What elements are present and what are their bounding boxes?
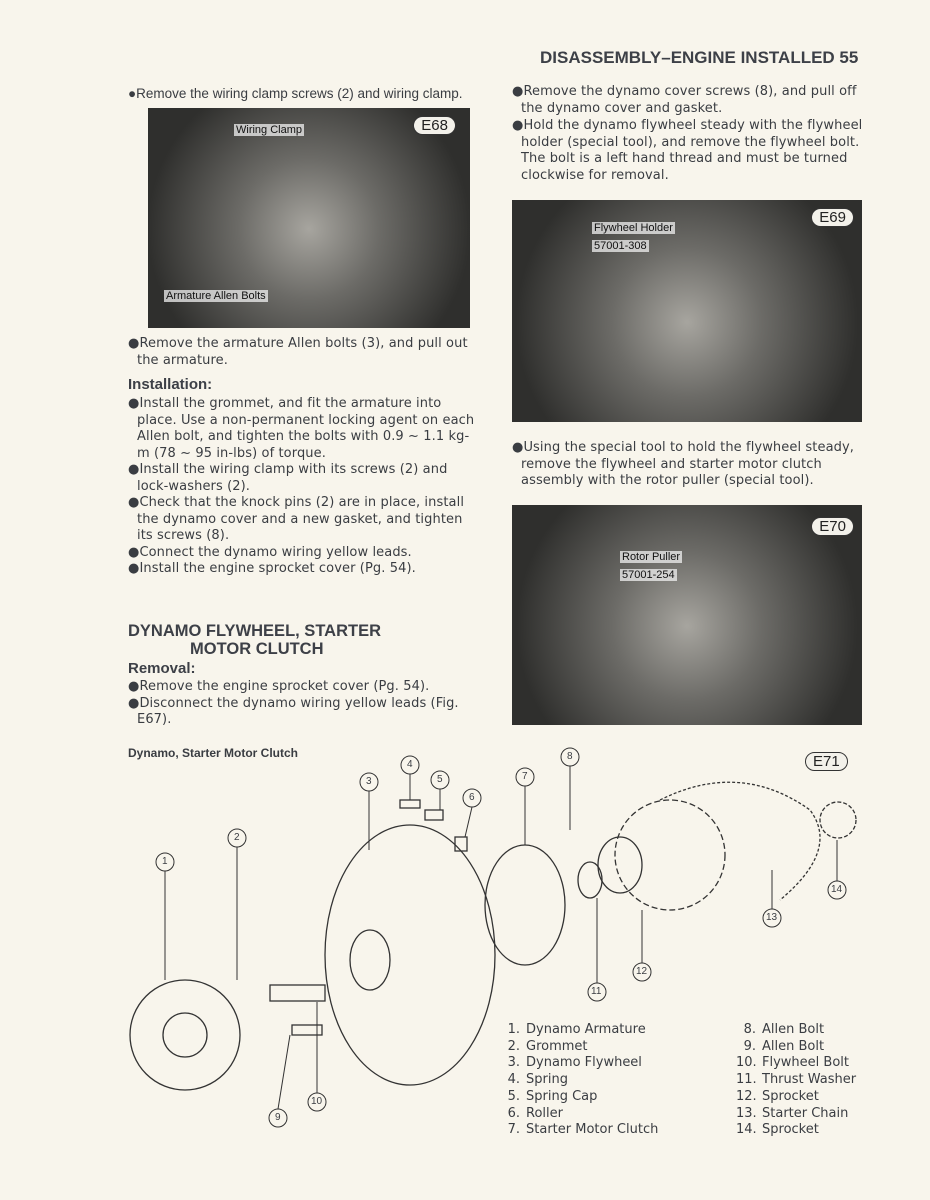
list-item: ●Install the grommet, and fit the armatu… (128, 396, 475, 461)
part-number-1 (155, 852, 175, 980)
part-number-3 (359, 772, 379, 850)
callout-label: 57001-254 (620, 569, 677, 581)
diagram-caption: Dynamo, Starter Motor Clutch (128, 746, 299, 760)
part-number-4 (400, 755, 420, 800)
part-number-2 (227, 828, 247, 980)
figure-label: E70 (811, 517, 854, 536)
part-number: 8 (567, 751, 573, 762)
part-number-13 (762, 870, 782, 928)
part-number-12 (632, 910, 652, 982)
part-number: 10 (311, 1096, 323, 1107)
list-item: ●Install the engine sprocket cover (Pg. … (128, 561, 416, 576)
part-number: 9 (275, 1112, 281, 1123)
part-number: 13 (766, 912, 778, 923)
list-item: ●Disconnect the dynamo wiring yellow lea… (128, 695, 459, 728)
part-number-7 (515, 767, 535, 845)
legend-item: 6.Roller (507, 1105, 563, 1121)
removal-heading: Removal: (128, 660, 196, 677)
washer-drawing (577, 836, 643, 899)
legend-item: 13.Starter Chain (736, 1105, 849, 1121)
callout-label: Wiring Clamp (234, 124, 305, 136)
section-title: MOTOR CLUTCH (190, 640, 324, 658)
paragraph: ●Remove the wiring clamp screws (2) and … (128, 86, 463, 101)
installation-heading: Installation: (128, 376, 213, 393)
part-number-14 (827, 840, 847, 900)
part-number: 11 (591, 986, 602, 997)
photo-e68: E68 Wiring Clamp Armature Allen Bolts (148, 108, 470, 328)
parts-legend-1: 1.Dynamo Armature 2.Grommet 3.Dynamo Fly… (500, 1022, 659, 1139)
part-numbers (155, 747, 847, 1128)
legend-item: 3.Dynamo Flywheel (507, 1055, 642, 1071)
part-number: 1 (162, 856, 168, 867)
figure-label: E69 (811, 208, 854, 227)
part-number: 3 (366, 776, 372, 787)
legend-item: 12.Sprocket (736, 1088, 819, 1104)
legend-item: 14.Sprocket (736, 1122, 819, 1138)
legend-item: 4.Spring (507, 1072, 568, 1088)
photo-e70: E70 Rotor Puller 57001-254 (512, 505, 862, 725)
paragraph: ●Hold the dynamo flywheel steady with th… (512, 118, 863, 183)
list-item: ●Remove the engine sprocket cover (Pg. 5… (128, 679, 430, 694)
clutch-drawing (484, 844, 566, 966)
callout-label: Armature Allen Bolts (164, 290, 268, 302)
part-number-5 (430, 770, 450, 810)
legend-item: 9.Allen Bolt (743, 1038, 825, 1054)
part-number: 2 (234, 832, 240, 843)
exploded-diagram (129, 747, 857, 1128)
callout-label: 57001-308 (592, 240, 649, 252)
sprocket-drawing (614, 799, 726, 911)
page-header: DISASSEMBLY–ENGINE INSTALLED 55 (540, 48, 859, 67)
part-number: 6 (469, 792, 475, 803)
callout-label: Rotor Puller (620, 551, 683, 563)
figure-label: E68 (413, 116, 456, 135)
paragraph: ●Using the special tool to hold the flyw… (512, 440, 855, 488)
section-title: DYNAMO FLYWHEEL, STARTER (128, 622, 382, 640)
removal-list: ●Remove the engine sprocket cover (Pg. 5… (128, 679, 478, 729)
part-number-8 (560, 747, 580, 830)
part-number: 14 (831, 884, 843, 895)
flywheel-drawing (324, 824, 496, 1086)
paragraph: ●Remove the dynamo cover screws (8), and… (512, 84, 857, 116)
part-number: 12 (636, 966, 648, 977)
list-item: ●Check that the knock pins (2) are in pl… (128, 495, 465, 543)
installation-list: ●Install the grommet, and fit the armatu… (128, 396, 478, 578)
legend-item: 2.Grommet (507, 1038, 588, 1054)
paragraph: ●Remove the armature Allen bolts (3), an… (128, 336, 468, 368)
part-number: 7 (522, 771, 528, 782)
small-sprocket-drawing (819, 801, 857, 839)
figure-label: E71 (805, 752, 848, 771)
legend-item: 7.Starter Motor Clutch (507, 1122, 659, 1138)
legend-item: 1.Dynamo Armature (507, 1022, 646, 1037)
part-number-6 (462, 788, 482, 838)
legend-item: 8.Allen Bolt (743, 1022, 825, 1037)
list-item: ●Connect the dynamo wiring yellow leads. (128, 544, 412, 560)
legend-item: 5.Spring Cap (507, 1088, 598, 1104)
part-number-10 (307, 1002, 327, 1112)
armature-drawing (129, 979, 241, 1091)
part-number-11 (587, 898, 607, 1002)
chain-drawing (659, 781, 821, 901)
legend-item: 11.Thrust Washer (736, 1072, 857, 1088)
part-number: 4 (407, 759, 413, 770)
legend-item: 10.Flywheel Bolt (736, 1055, 849, 1071)
parts-legend-2: 8.Allen Bolt 9.Allen Bolt 10.Flywheel Bo… (736, 1022, 856, 1139)
photo-e69: E69 Flywheel Holder 57001-308 (512, 200, 862, 422)
part-number: 5 (437, 774, 443, 785)
list-item: ●Install the wiring clamp with its screw… (128, 462, 448, 494)
callout-label: Flywheel Holder (592, 222, 675, 234)
part-number-9 (268, 1034, 291, 1128)
